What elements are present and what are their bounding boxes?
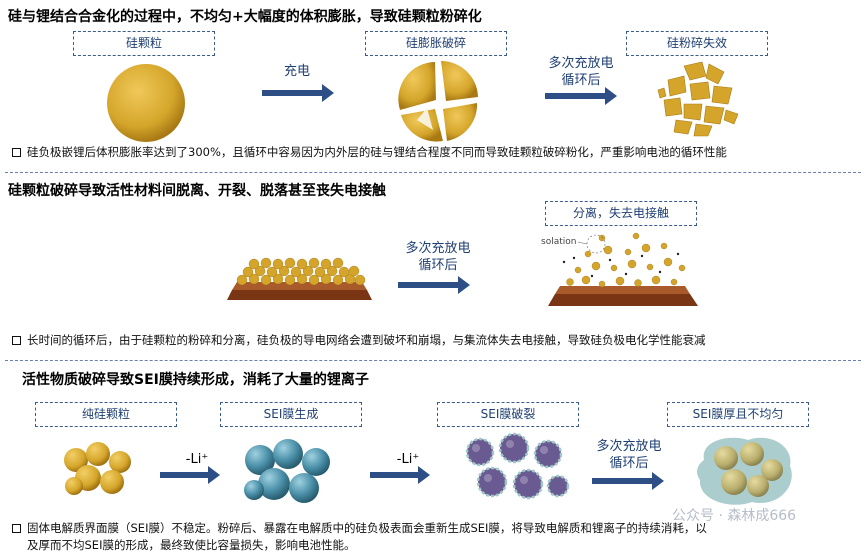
arrow-label-li-1: -Li⁺ xyxy=(185,452,209,467)
pure-si-label: 纯硅颗粒 xyxy=(35,402,177,427)
arrow-right-icon xyxy=(545,87,617,105)
isolation-label: solation xyxy=(541,237,577,247)
sei-formation-label: SEI膜生成 xyxy=(220,402,362,427)
electrode-separated-figure xyxy=(548,232,698,306)
arrow-right-icon xyxy=(398,276,470,294)
section-3-title: 活性物质破碎导致SEI膜持续形成，消耗了大量的锂离子 xyxy=(22,372,369,388)
watermark-text: 公众号 · 森林成666 xyxy=(672,508,797,524)
arrow-right-icon xyxy=(592,472,664,490)
section-2-note: 长时间的循环后，由于硅颗粒的粉碎和分离，硅负极的导电网络会遭到破坏和崩塌，与集流… xyxy=(12,332,706,348)
si-sphere-figure xyxy=(107,64,185,142)
sei-thick-label: SEI膜厚且不均匀 xyxy=(667,402,809,427)
si-fragments-figure xyxy=(657,61,739,137)
section-3-note-line-2: 及厚而不均SEI膜的形成，最终致使比容量损失，影响电池性能。 xyxy=(27,538,356,552)
section-3-note: 固体电解质界面膜（SEI膜）不稳定。粉碎后、暴露在电解质中的硅负极表面会重新生成… xyxy=(12,520,707,536)
si-expansion-label: 硅膨胀破碎 xyxy=(365,31,507,56)
sei-coated-cluster-figure xyxy=(244,439,330,503)
section-2-title: 硅颗粒破碎导致活性材料间脱离、开裂、脱落甚至丧失电接触 xyxy=(8,183,386,199)
arrow-label-cycles-1: 多次充放电 循环后 xyxy=(548,56,614,88)
arrow-right-icon xyxy=(370,466,430,484)
section-3-note-line-1: 固体电解质界面膜（SEI膜）不稳定。粉碎后、暴露在电解质中的硅负极表面会重新生成… xyxy=(27,521,707,535)
arrow-right-icon xyxy=(262,84,334,102)
section-2-note-text: 长时间的循环后，由于硅颗粒的粉碎和分离，硅负极的导电网络会遭到破坏和崩塌，与集流… xyxy=(27,333,706,347)
square-bullet-icon xyxy=(12,148,21,157)
sei-cracking-label: SEI膜破裂 xyxy=(437,402,579,427)
electrode-figure xyxy=(227,257,372,300)
si-particle-label: 硅颗粒 xyxy=(73,31,215,56)
arrow-label-cycles-3: 多次充放电 循环后 xyxy=(596,439,662,471)
sei-cracked-cluster-figure xyxy=(465,432,570,500)
section-1-title: 硅与锂结合合金化的过程中，不均匀+大幅度的体积膨胀，导致硅颗粒粉碎化 xyxy=(8,9,482,25)
pure-si-cluster-figure xyxy=(64,442,131,495)
sei-thick-figure xyxy=(697,437,792,505)
arrow-right-icon xyxy=(160,466,220,484)
section-divider xyxy=(5,172,861,173)
si-cracked-sphere-figure xyxy=(398,60,478,142)
section-1-note-text: 硅负极嵌锂后体积膨胀率达到了300%，且循环中容易因为内外层的硅与锂结合程度不同… xyxy=(27,145,727,159)
section-1-note: 硅负极嵌锂后体积膨胀率达到了300%，且循环中容易因为内外层的硅与锂结合程度不同… xyxy=(12,144,727,160)
si-pulverize-label: 硅粉碎失效 xyxy=(626,31,768,56)
square-bullet-icon xyxy=(12,524,21,533)
arrow-label-cycles-2: 多次充放电 循环后 xyxy=(405,241,471,273)
separation-label: 分离，失去电接触 xyxy=(545,201,697,226)
arrow-label-charge: 充电 xyxy=(283,64,310,79)
square-bullet-icon xyxy=(12,336,21,345)
arrow-label-li-2: -Li⁺ xyxy=(396,452,420,467)
section-divider xyxy=(5,360,861,361)
